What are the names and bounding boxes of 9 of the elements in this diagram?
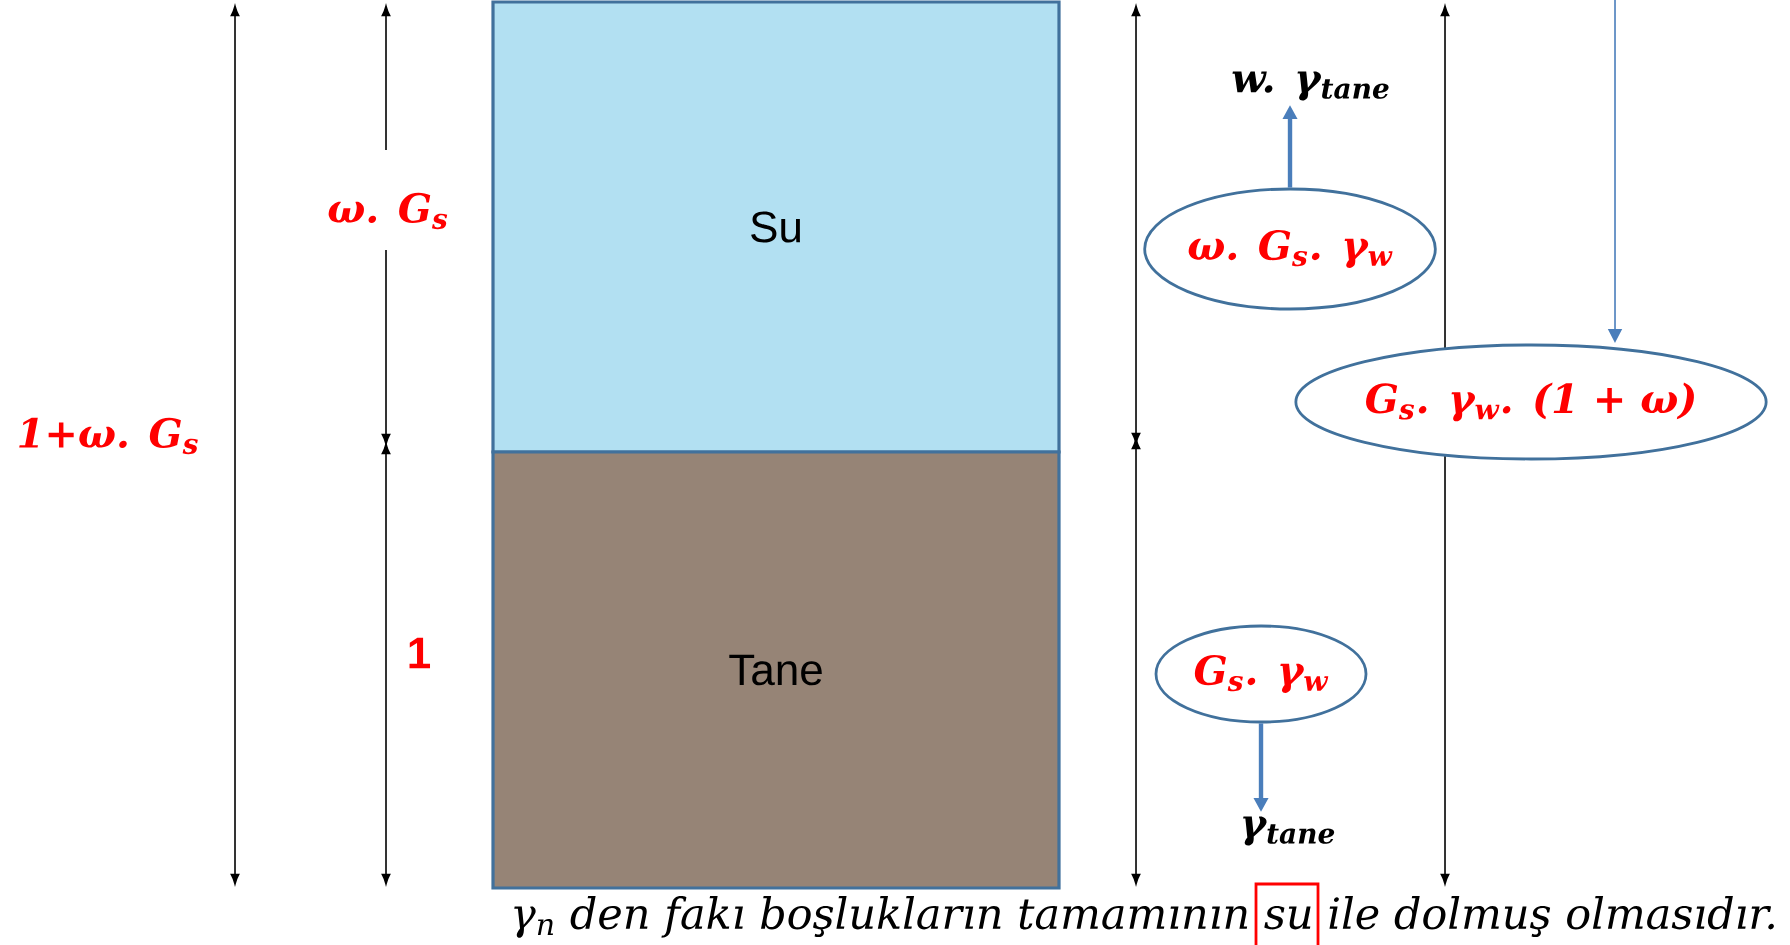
caption-text: γ$_{n}$ den fakı boşlukların tamamının su ile dolmuş olmasıdır. xyxy=(508,894,1780,940)
water-layer: Su xyxy=(491,0,1061,454)
dimension-label: 1+ω. G$_{s}$ xyxy=(14,415,202,457)
dimension-label: ω. G$_{s}$ xyxy=(325,190,451,232)
dimension-label: 1 xyxy=(404,635,434,671)
formula-text: w. γ$_{tane}$ xyxy=(1232,71,1389,101)
soil-layer: Tane xyxy=(491,450,1061,890)
node-label: G$_{s}$. γ$_{w}$. (1 + ω) xyxy=(1366,382,1694,422)
formula-text: γ$_{tane}$ xyxy=(1243,816,1335,846)
